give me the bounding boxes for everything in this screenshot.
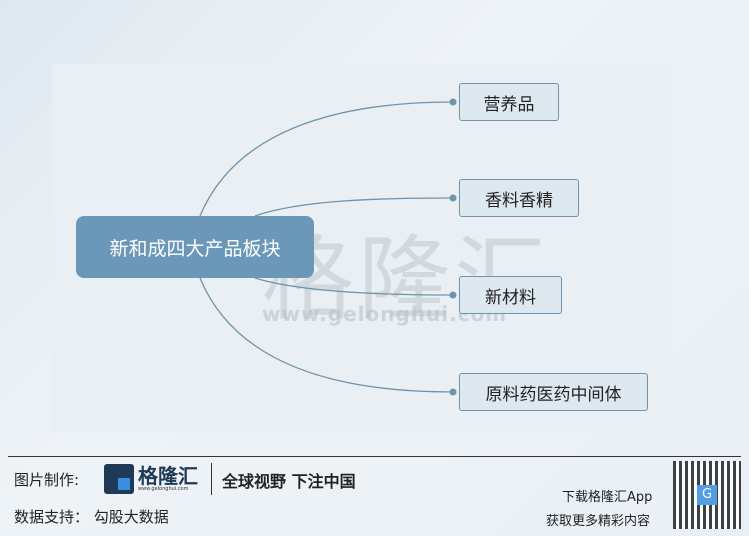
- connector-dot: [449, 388, 457, 396]
- child-node: 香料香精: [459, 179, 579, 217]
- connector-dot: [449, 291, 457, 299]
- more-text: 获取更多精彩内容: [546, 514, 651, 529]
- connector-4: [199, 277, 454, 393]
- child-node: 营养品: [459, 83, 559, 121]
- connector-dot: [449, 98, 457, 106]
- connector-3: [254, 277, 454, 296]
- data-support: 数据支持： 勾股大数据: [14, 508, 169, 526]
- slogan: 全球视野 下注中国: [222, 472, 356, 491]
- logo-g-icon: [104, 464, 134, 494]
- made-by-label: 图片制作:: [14, 471, 80, 489]
- download-text: 下载格隆汇App: [562, 490, 653, 505]
- footer-divider: [8, 456, 741, 457]
- qr-code[interactable]: [673, 461, 741, 529]
- root-node: 新和成四大产品板块: [76, 216, 314, 278]
- child-node: 新材料: [459, 276, 562, 314]
- logo-text: 格隆汇: [138, 464, 198, 488]
- connector-2: [254, 197, 454, 217]
- connector-1: [199, 101, 454, 217]
- brand-logo: 格隆汇 www.gelonghui.com: [104, 464, 198, 494]
- child-node: 原料药医药中间体: [459, 373, 648, 411]
- logo-divider: [211, 463, 212, 495]
- connector-dot: [449, 194, 457, 202]
- logo-url: www.gelonghui.com: [138, 486, 189, 492]
